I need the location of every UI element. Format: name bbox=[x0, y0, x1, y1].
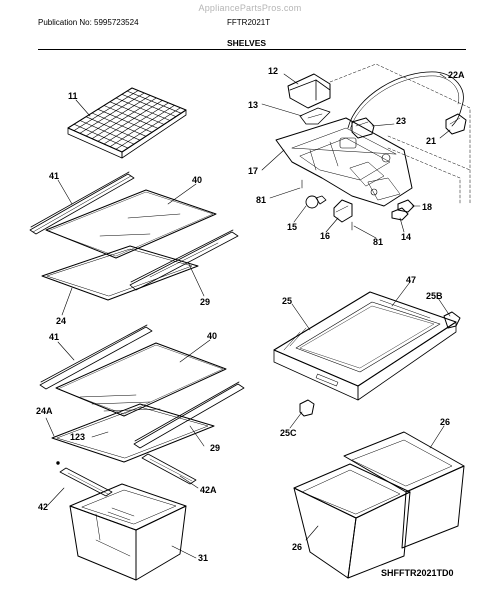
callout-42a: 42A bbox=[200, 485, 217, 495]
callout-25: 25 bbox=[282, 296, 292, 306]
diagram-code: SHFFTR2021TD0 bbox=[381, 568, 454, 578]
callout-15: 15 bbox=[287, 222, 297, 232]
lamp-socket-21 bbox=[445, 113, 467, 135]
callout-81: 81 bbox=[373, 237, 383, 247]
callout-12: 12 bbox=[268, 66, 278, 76]
site-watermark: AppliancePartsPros.com bbox=[198, 3, 302, 13]
glass-shelf-lower bbox=[55, 342, 227, 417]
callout-26: 26 bbox=[292, 542, 302, 552]
callout-24a: 24A bbox=[36, 406, 53, 416]
shelf-frame-upper bbox=[41, 245, 199, 301]
header-rule bbox=[38, 49, 466, 50]
callout-labels: 11 41 40 29 24 41 40 29 12 13 22A 23 21 … bbox=[36, 66, 465, 563]
callout-26: 26 bbox=[440, 417, 450, 427]
bulb-15 bbox=[305, 195, 327, 209]
callout-25b: 25B bbox=[426, 291, 443, 301]
rail-left bbox=[59, 467, 113, 497]
callout-41: 41 bbox=[49, 332, 59, 342]
callout-24: 24 bbox=[56, 316, 66, 326]
clip-18 bbox=[397, 199, 415, 213]
callout-47: 47 bbox=[406, 275, 416, 285]
crisper-pan-right-26 bbox=[343, 431, 465, 549]
callout-31: 31 bbox=[198, 553, 208, 563]
callout-123: 123 bbox=[70, 432, 85, 442]
callout-81: 81 bbox=[256, 195, 266, 205]
section-title: SHELVES bbox=[227, 38, 267, 48]
callout-29: 29 bbox=[210, 443, 220, 453]
rail-right bbox=[141, 453, 197, 485]
callout-25c: 25C bbox=[280, 428, 297, 438]
crisper-pan-31 bbox=[69, 483, 187, 581]
callout-23: 23 bbox=[396, 116, 406, 126]
glass-shelf-upper bbox=[45, 189, 217, 259]
callout-21: 21 bbox=[426, 136, 436, 146]
callout-17: 17 bbox=[248, 166, 258, 176]
knob-16 bbox=[333, 199, 353, 223]
bracket-25b bbox=[443, 311, 461, 329]
switch-23 bbox=[351, 117, 375, 139]
callout-41: 41 bbox=[49, 171, 59, 181]
callout-42: 42 bbox=[38, 502, 48, 512]
clip-25c bbox=[299, 399, 315, 417]
model-number: FFTR2021T bbox=[227, 18, 271, 27]
front-trim-lower bbox=[39, 324, 153, 390]
housing-17 bbox=[275, 117, 413, 207]
baffle-13 bbox=[299, 107, 331, 125]
crisper-pan-left-26 bbox=[293, 463, 411, 579]
screws-81 bbox=[301, 179, 353, 231]
front-trim-upper bbox=[29, 171, 135, 235]
callout-14: 14 bbox=[401, 232, 411, 242]
clip-14 bbox=[391, 207, 409, 221]
leader-lines bbox=[45, 73, 451, 559]
rear-trim-lower bbox=[133, 381, 245, 449]
callout-11: 11 bbox=[68, 91, 78, 101]
dashed-back-panel bbox=[329, 63, 471, 205]
callout-13: 13 bbox=[248, 100, 258, 110]
callout-40: 40 bbox=[207, 331, 217, 341]
callout-18: 18 bbox=[422, 202, 432, 212]
rear-trim-upper bbox=[129, 229, 239, 291]
callout-16: 16 bbox=[320, 231, 330, 241]
shelf-frame-lower bbox=[51, 403, 215, 465]
damper-12 bbox=[287, 73, 331, 109]
cover-shelf-25 bbox=[273, 291, 457, 401]
callout-22a: 22A bbox=[448, 70, 465, 80]
callout-29: 29 bbox=[200, 297, 210, 307]
wire-shelf bbox=[67, 87, 187, 159]
publication-number: Publication No: 5995723524 bbox=[38, 18, 139, 27]
callout-40: 40 bbox=[192, 175, 202, 185]
